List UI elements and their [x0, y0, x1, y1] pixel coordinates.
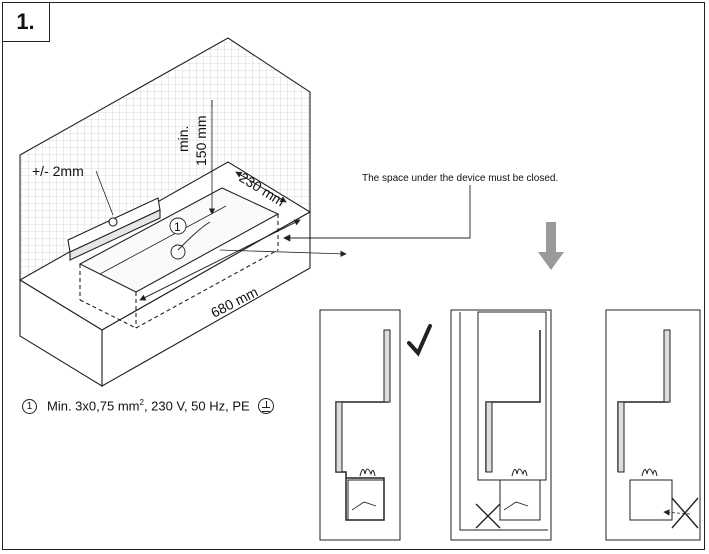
circle-marker: 1 — [169, 217, 187, 235]
cross-icon — [671, 497, 699, 529]
min-height-label: min. — [175, 126, 191, 152]
legend-text: Min. 3x0,75 mm2, 230 V, 50 Hz, PE — [47, 398, 250, 414]
cross-icon — [475, 503, 501, 529]
power-cable — [177, 221, 211, 251]
closed-space-note: The space under the device must be close… — [362, 173, 559, 184]
step-number: 1. — [2, 2, 50, 42]
electrical-legend: 1 Min. 3x0,75 mm2, 230 V, 50 Hz, PE — [22, 396, 274, 416]
countertop-illustration — [18, 37, 471, 387]
tolerance-label: +/- 2mm — [32, 163, 84, 179]
down-arrow-icon — [538, 222, 564, 270]
checkmark-icon — [407, 324, 432, 357]
min-height-value: 150 mm — [193, 115, 209, 166]
panel-incorrect-2 — [605, 309, 701, 541]
counter-side — [19, 279, 103, 387]
ground-icon — [257, 398, 274, 414]
svg-text:1: 1 — [174, 220, 181, 234]
callout-leader — [283, 185, 471, 242]
legend-marker: 1 — [22, 398, 37, 414]
panel-incorrect-1 — [450, 309, 552, 541]
panel-correct — [319, 309, 432, 541]
